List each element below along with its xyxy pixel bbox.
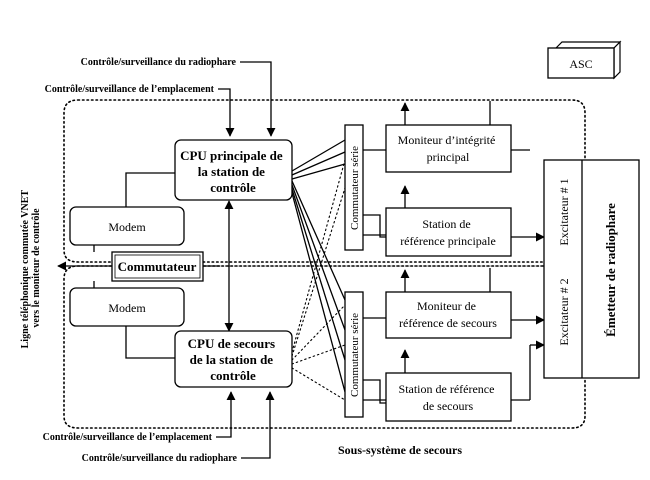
modem-top-label: Modem (108, 220, 146, 234)
backup-ref-station-label: Station de référence de secours (399, 382, 498, 413)
integrity-monitor-box (385, 124, 512, 173)
exciter-2-label: Excitateur # 2 (557, 278, 571, 345)
serial-switch-top-label: Commutateur série (349, 146, 361, 230)
asc-label: ASC (569, 57, 592, 71)
radio-control-arrow-bottom (241, 391, 275, 459)
exciter-1-label: Excitateur # 1 (557, 178, 571, 245)
radio-transmitter-box (543, 159, 640, 379)
modem-bottom-label: Modem (108, 301, 146, 315)
backup-subsystem-border (63, 265, 586, 429)
phone-line-label: Ligne téléphonique commutée VNET vers le… (20, 188, 42, 349)
site-control-label-top: Contrôle/surveillance de l’emplacement (45, 84, 215, 95)
backup-subsystem-label: Sous-système de secours (338, 443, 462, 457)
serial-switch-bottom-label: Commutateur série (349, 313, 361, 397)
radio-control-label-top: Contrôle/surveillance du radiophare (81, 57, 237, 68)
asc-box: ASC (547, 40, 622, 80)
main-ref-station-box (385, 207, 512, 257)
integrity-monitor-label: Moniteur d’intégrité principal (398, 133, 499, 164)
connections (57, 101, 546, 404)
switch-label: Commutateur (118, 259, 197, 274)
backup-ref-monitor-label: Moniteur de référence de secours (399, 299, 497, 330)
site-control-label-bottom: Contrôle/surveillance de l’emplacement (43, 432, 213, 443)
modem-top (69, 206, 185, 246)
radio-control-label-bottom: Contrôle/surveillance du radiophare (82, 453, 238, 464)
backup-ref-station-box (385, 372, 512, 422)
switch-box (111, 251, 204, 282)
serial-switch-top (344, 124, 364, 251)
main-ref-station-label: Station de référence principale (400, 217, 496, 248)
site-control-arrow-bottom (216, 391, 236, 438)
cpu-backup-label: CPU de secours de la station de contrôle (188, 336, 279, 383)
modem-bottom (69, 287, 185, 327)
cpu-main-label: CPU principale de la station de contrôle (180, 148, 286, 195)
serial-switch-bottom (344, 291, 364, 418)
backup-ref-monitor-box (385, 291, 512, 339)
cpu-backup-box (174, 330, 293, 388)
radio-control-arrow-top (240, 61, 276, 137)
site-control-arrow-top (218, 88, 235, 137)
radio-transmitter-label: Émetteur de radiophare (603, 203, 618, 337)
cpu-main-box (174, 139, 293, 201)
